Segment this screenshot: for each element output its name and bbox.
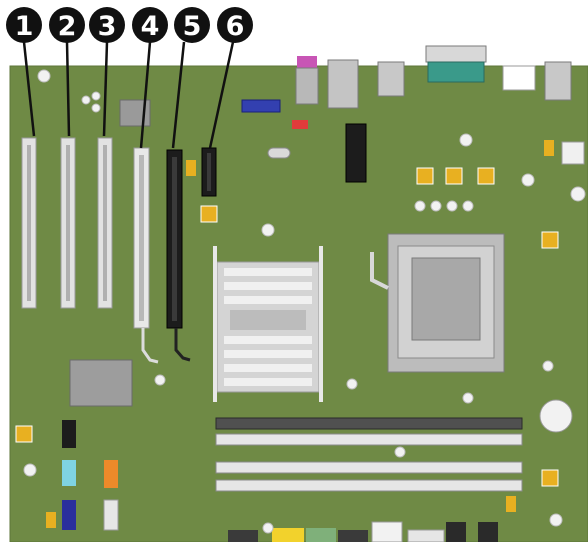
aux-power-connector bbox=[562, 142, 584, 164]
header-orange bbox=[104, 460, 118, 488]
callout-4-label: 4 bbox=[141, 11, 160, 42]
sata-connector-1 bbox=[446, 522, 466, 542]
bottom-connector-white bbox=[408, 530, 444, 542]
mounting-hole-icon bbox=[82, 96, 90, 104]
mounting-hole-icon bbox=[92, 104, 100, 112]
dimm-slot-1 bbox=[216, 418, 522, 429]
mounting-hole-icon bbox=[155, 375, 165, 385]
mounting-hole-icon bbox=[447, 201, 457, 211]
callout-2: 2 bbox=[49, 7, 85, 43]
mounting-hole-icon bbox=[463, 393, 473, 403]
capacitor-icon bbox=[506, 496, 516, 512]
callout-4: 4 bbox=[132, 7, 168, 43]
mounting-hole-icon bbox=[463, 201, 473, 211]
capacitor-icon bbox=[201, 206, 217, 222]
callout-3: 3 bbox=[89, 7, 125, 43]
dimm-slot-4 bbox=[216, 480, 522, 491]
capacitor-icon bbox=[542, 470, 558, 486]
callout-3-label: 3 bbox=[98, 11, 117, 42]
callout-2-label: 2 bbox=[58, 11, 77, 42]
power-connector bbox=[372, 522, 402, 542]
mounting-hole-icon bbox=[460, 134, 472, 146]
front-panel-header bbox=[346, 124, 366, 182]
bottom-header-yellow bbox=[272, 528, 304, 542]
mounting-hole-icon bbox=[522, 174, 534, 186]
red-jumper bbox=[292, 120, 308, 129]
mounting-hole-icon bbox=[543, 361, 553, 371]
mounting-hole-icon bbox=[92, 92, 100, 100]
callouts: 1 2 3 4 5 6 bbox=[6, 7, 253, 43]
mounting-hole-icon bbox=[415, 201, 425, 211]
callout-1: 1 bbox=[6, 7, 42, 43]
usb-port-stack bbox=[378, 62, 404, 96]
sata-connector-2 bbox=[478, 522, 498, 542]
callout-5: 5 bbox=[174, 7, 210, 43]
header-cyan bbox=[62, 460, 76, 486]
dimm-slot-3 bbox=[216, 462, 522, 473]
bottom-header-green bbox=[306, 528, 336, 542]
header-black bbox=[62, 420, 76, 448]
capacitor-icon bbox=[446, 168, 462, 184]
serial-port-connector bbox=[426, 46, 486, 62]
dimm-slot-2 bbox=[216, 434, 522, 445]
callout-6-label: 6 bbox=[226, 11, 245, 42]
callout-1-label: 1 bbox=[15, 11, 34, 42]
mounting-hole-icon bbox=[262, 224, 274, 236]
serial-port bbox=[428, 62, 484, 82]
cmos-battery bbox=[540, 400, 572, 432]
capacitor-icon bbox=[478, 168, 494, 184]
callout-6: 6 bbox=[217, 7, 253, 43]
mounting-hole-icon bbox=[571, 187, 585, 201]
header-white bbox=[104, 500, 118, 530]
oval-component bbox=[268, 148, 290, 158]
mounting-hole-icon bbox=[395, 447, 405, 457]
capacitor-icon bbox=[46, 512, 56, 528]
header-blue bbox=[62, 500, 76, 530]
mounting-hole-icon bbox=[24, 464, 36, 476]
capacitor-icon bbox=[186, 160, 196, 176]
callout-5-label: 5 bbox=[183, 11, 202, 42]
processor-socket bbox=[372, 234, 504, 372]
mounting-hole-icon bbox=[431, 201, 441, 211]
mounting-hole-icon bbox=[347, 379, 357, 389]
capacitor-icon bbox=[544, 140, 554, 156]
mounting-hole-icon bbox=[263, 523, 273, 533]
mounting-hole-icon bbox=[550, 514, 562, 526]
bottom-header-dark-2 bbox=[338, 530, 368, 542]
vga-port-stack bbox=[503, 66, 535, 90]
capacitor-icon bbox=[542, 232, 558, 248]
southbridge-chip bbox=[70, 360, 132, 406]
capacitor-icon bbox=[417, 168, 433, 184]
audio-port-stack bbox=[296, 68, 318, 104]
bottom-header-dark bbox=[228, 530, 258, 542]
chipset-heatsink bbox=[213, 246, 323, 402]
capacitor-icon bbox=[16, 426, 32, 442]
usb-lan-stack bbox=[328, 60, 358, 108]
usb-header-blue bbox=[242, 100, 280, 112]
mounting-hole-icon bbox=[38, 70, 50, 82]
usb-port-stack-right bbox=[545, 62, 571, 100]
